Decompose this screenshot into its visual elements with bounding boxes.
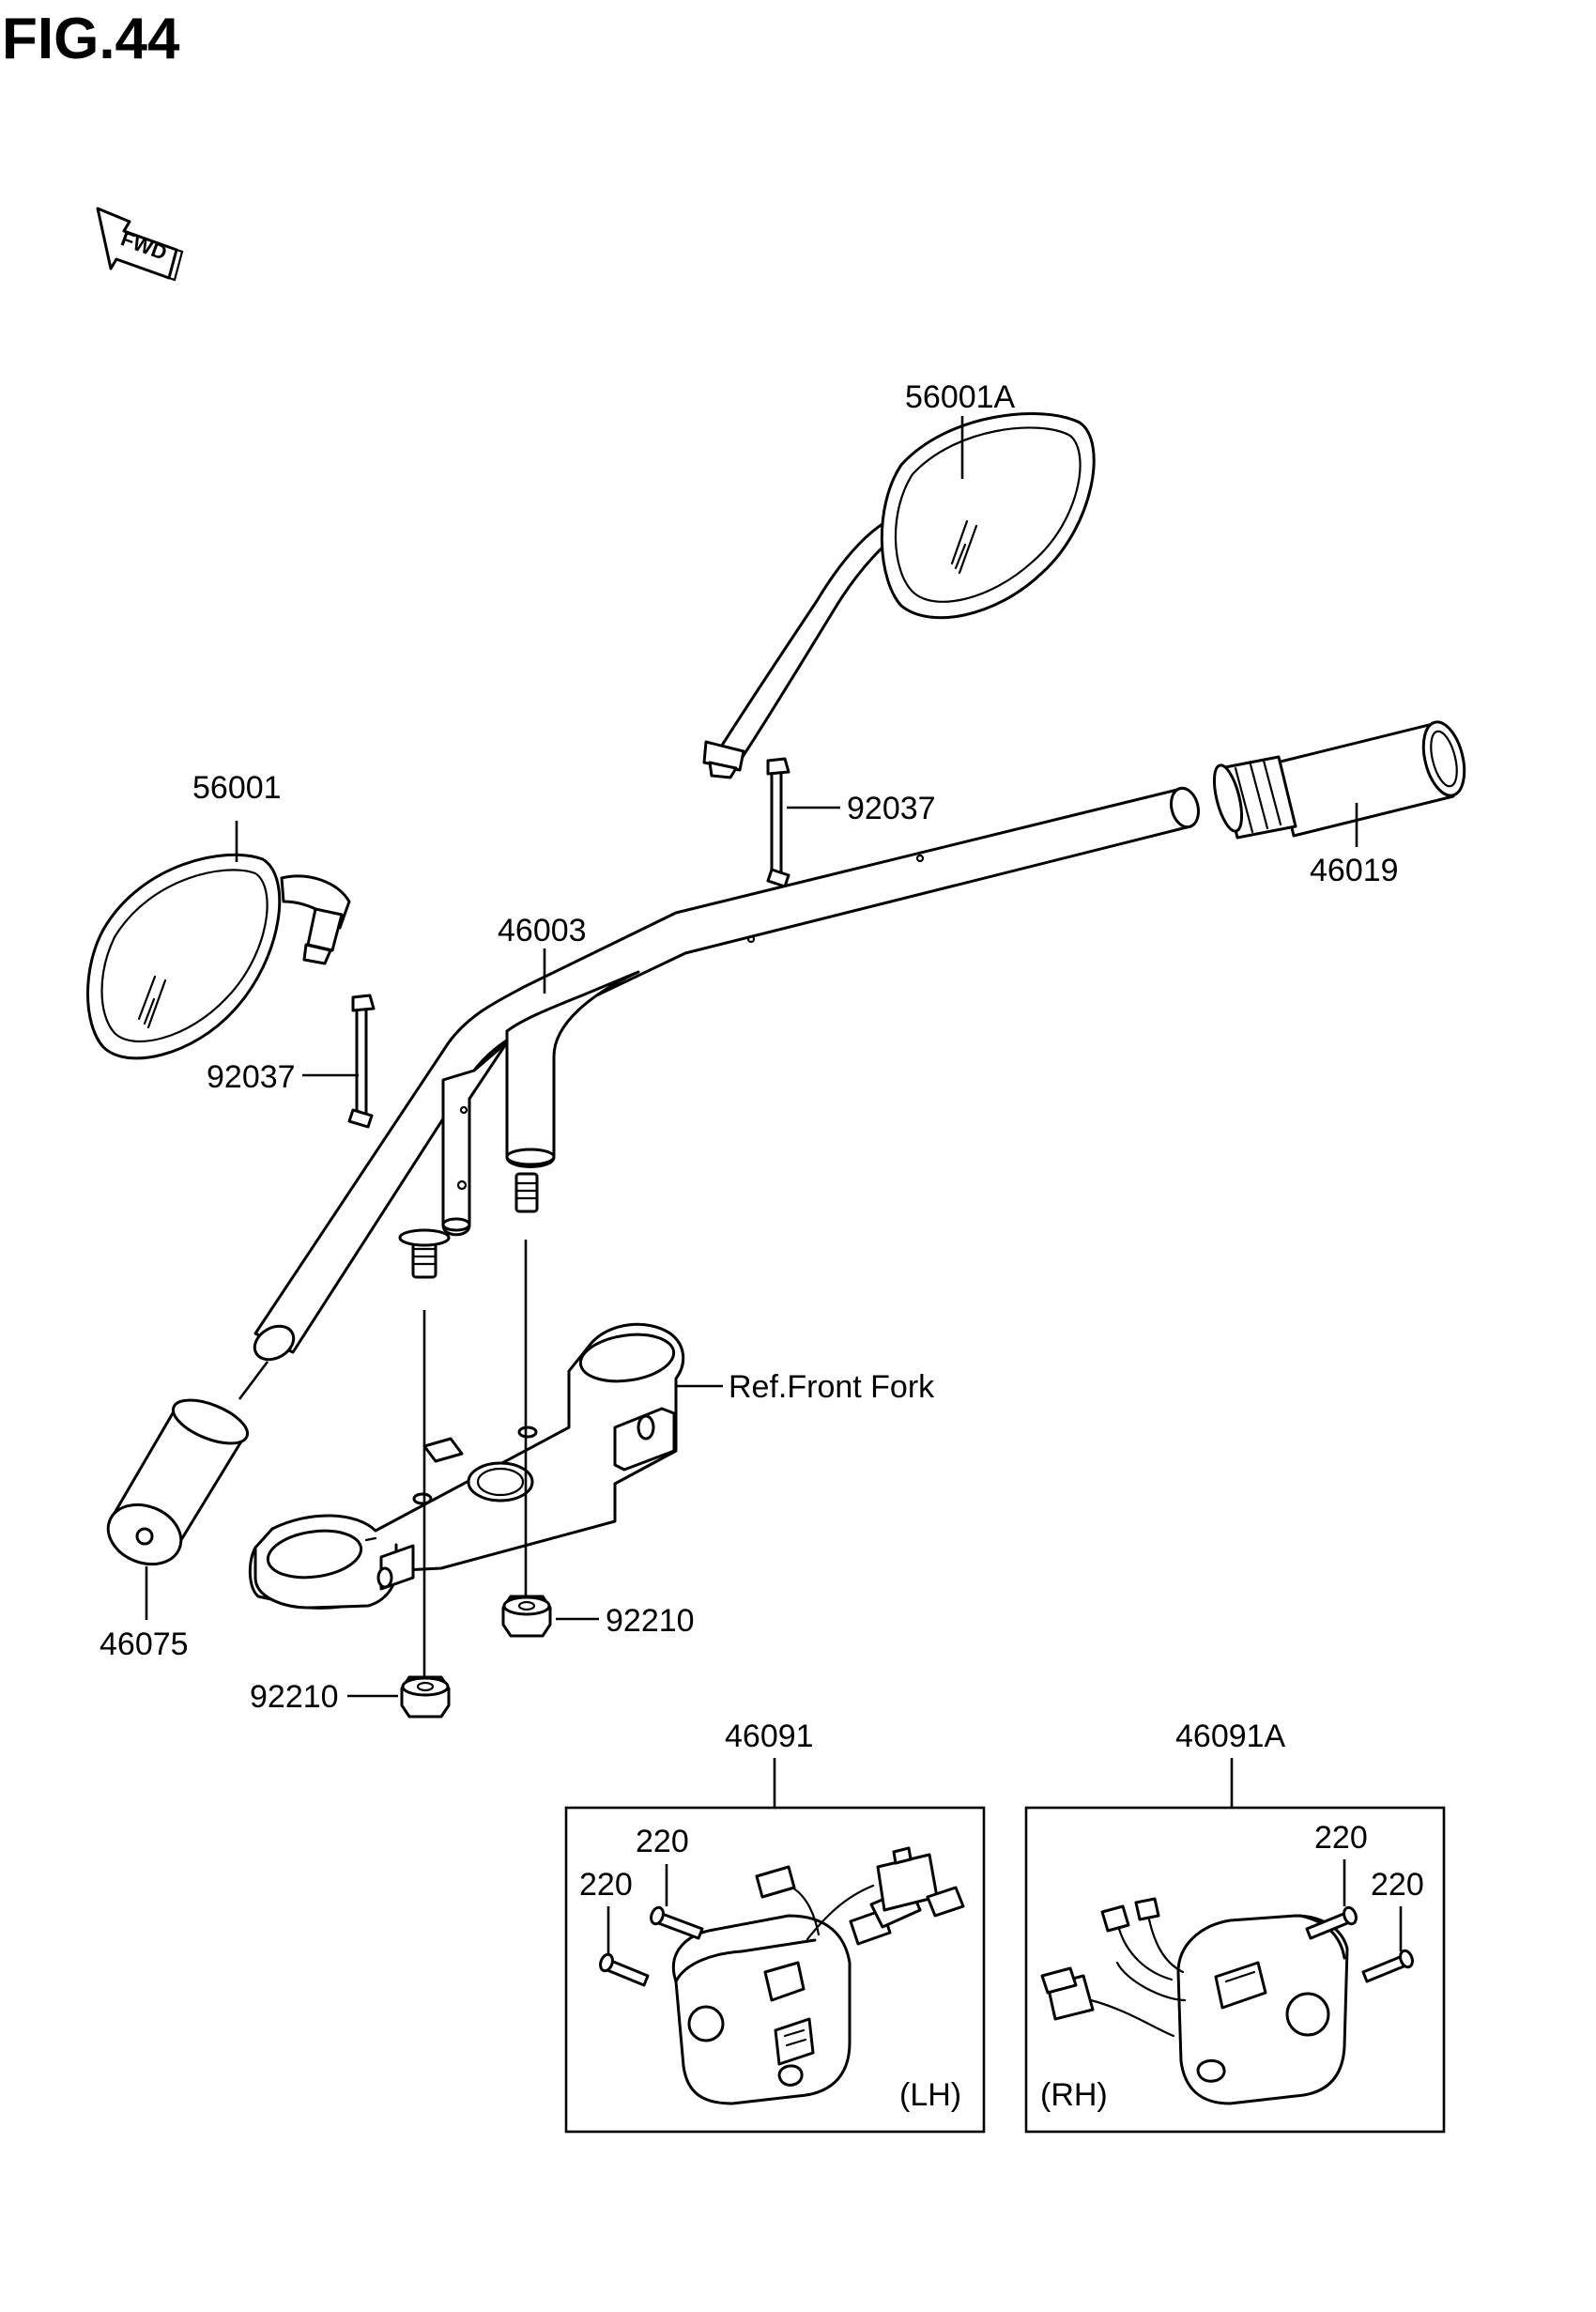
switch-lh <box>671 1846 965 2105</box>
screw-lh-a <box>650 1905 704 1940</box>
label-mirror-right: 56001A <box>905 379 1016 415</box>
label-grip-right: 46019 <box>1310 853 1399 888</box>
label-nut-right: 92210 <box>606 1603 695 1639</box>
fwd-arrow-icon: FWD <box>96 207 184 282</box>
figure-title: FIG.44 <box>2 7 180 71</box>
screw-lh-b <box>599 1952 650 1987</box>
label-handlebar: 46003 <box>498 913 587 948</box>
label-screw-lh-a: 220 <box>636 1824 689 1859</box>
label-mirror-left: 56001 <box>192 770 282 806</box>
side-label-rh: (RH) <box>1040 2077 1108 2113</box>
label-clamp-left: 92037 <box>207 1059 296 1095</box>
grip-left <box>106 1398 250 1566</box>
label-ref-front-fork: Ref.Front Fork <box>729 1369 935 1405</box>
label-screw-rh-b: 220 <box>1371 1867 1424 1903</box>
label-screw-lh-b: 220 <box>579 1867 633 1903</box>
label-nut-left: 92210 <box>250 1679 339 1715</box>
box-switch-lh <box>564 1806 986 2134</box>
clamp-left <box>347 994 376 1129</box>
screw-rh-a <box>1305 1905 1358 1940</box>
nut-right <box>501 1595 552 1638</box>
fork-top-bridge <box>248 1322 685 1610</box>
label-screw-rh-a: 220 <box>1314 1820 1368 1856</box>
handlebar <box>253 786 1201 1362</box>
label-grip-left: 46075 <box>100 1626 189 1662</box>
mirror-left <box>86 853 351 1060</box>
mirror-right <box>702 412 1096 779</box>
label-switch-rh: 46091A <box>1175 1719 1286 1754</box>
label-switch-lh: 46091 <box>725 1719 814 1754</box>
nut-left <box>400 1675 451 1719</box>
grip-right <box>1212 720 1466 840</box>
screw-rh-b <box>1361 1949 1414 1983</box>
leader-grip-left-top <box>238 1361 269 1400</box>
switch-rh <box>1040 1897 1349 2105</box>
label-clamp-upper: 92037 <box>847 791 936 826</box>
clamp-upper <box>766 757 790 888</box>
side-label-lh: (LH) <box>899 2077 961 2113</box>
box-switch-rh <box>1024 1806 1446 2134</box>
